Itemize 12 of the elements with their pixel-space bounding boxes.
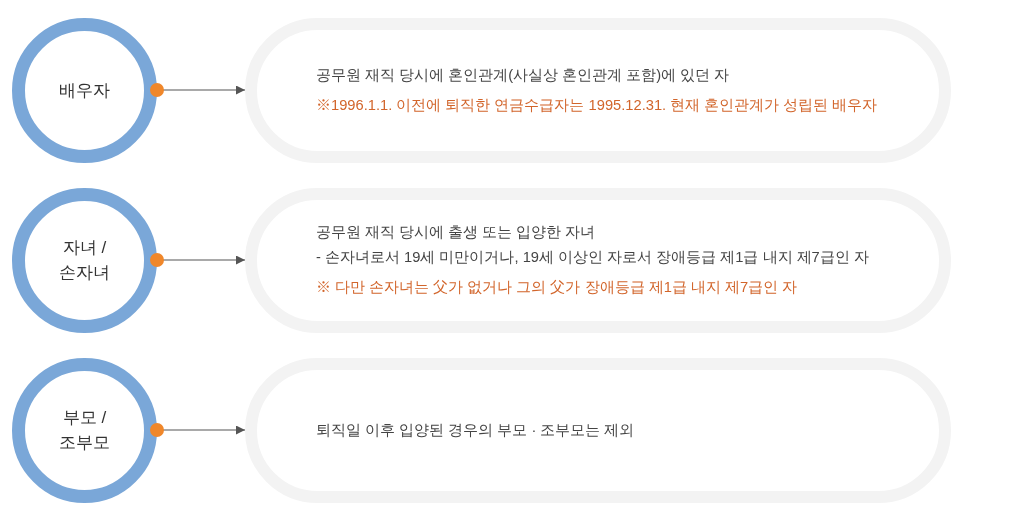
category-label: 부모 / 조부모 [58,407,111,454]
description-text: 퇴직일 이후 입양된 경우의 부모 · 조부모는 제외 [316,420,635,440]
category-label: 배우자 [58,79,111,102]
arrow [150,253,246,267]
note-text: ※ 다만 손자녀는 父가 없거나 그의 父가 장애등급 제1급 내지 제7급인 자 [316,278,798,297]
description-text: 공무원 재직 당시에 혼인관계(사실상 혼인관계 포함)에 있던 자 [316,65,730,85]
description-text: 공무원 재직 당시에 출생 또는 입양한 자녀 [316,223,596,242]
category-label: 자녀 / 손자녀 [58,237,111,284]
description-text: - 손자녀로서 19세 미만이거나, 19세 이상인 자로서 장애등급 제1급 내지 제7급인 자 [316,248,869,267]
arrow [150,83,246,97]
note-text: ※1996.1.1. 이전에 퇴직한 연금수급자는 1995.12.31. 현재 혼인관계가 성립된 배우자 [316,95,878,115]
arrow [150,423,246,437]
